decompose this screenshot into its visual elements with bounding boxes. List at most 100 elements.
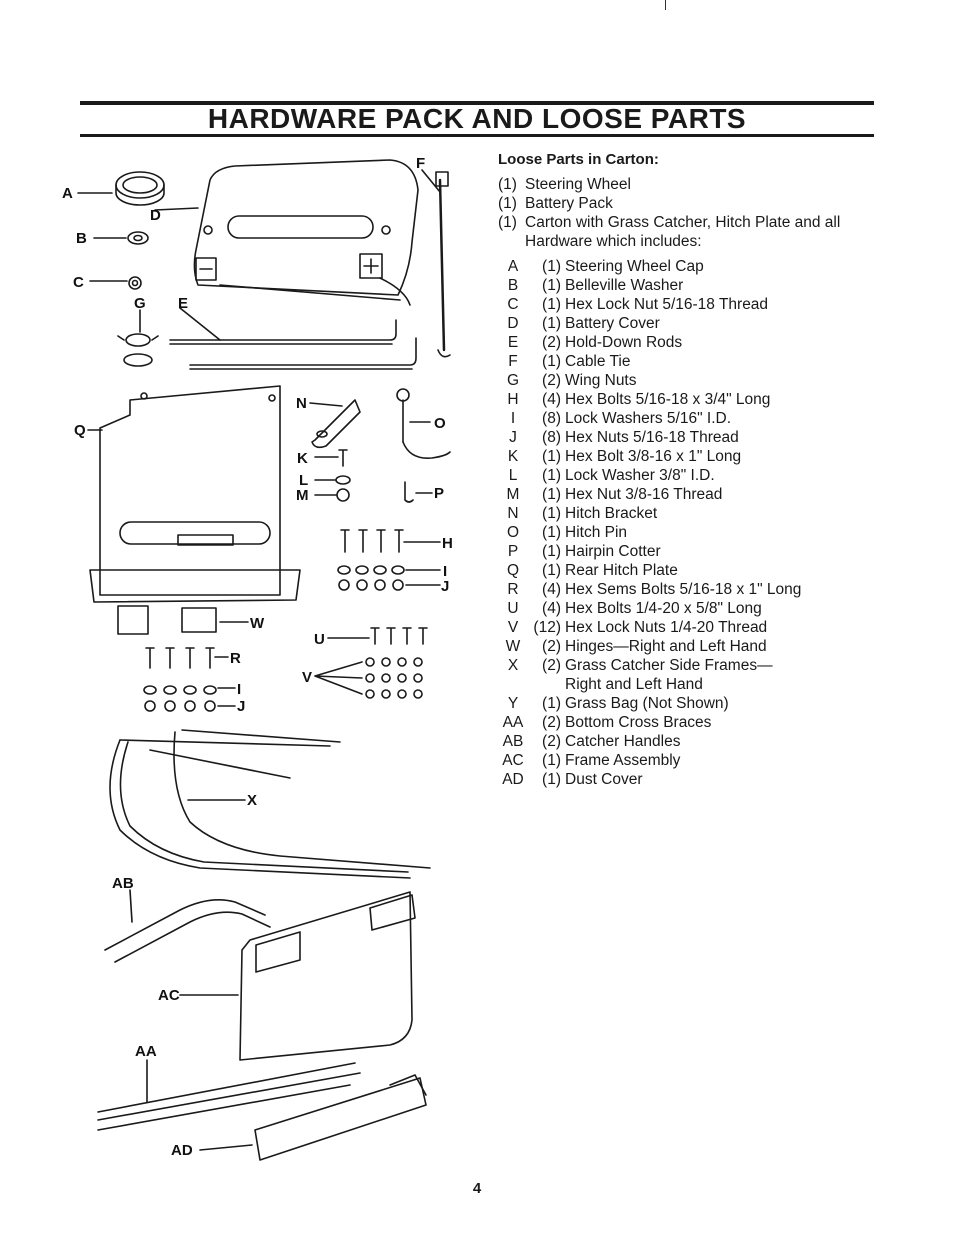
hex-lock-nuts-v: [365, 657, 423, 699]
hex-bolts-u: [370, 627, 428, 645]
hardware-row: J(8)Hex Nuts 5/16-18 Thread: [498, 428, 888, 447]
hardware-code: R: [507, 581, 519, 598]
hardware-desc: Hex Lock Nuts 1/4-20 Thread: [563, 618, 888, 637]
hardware-code: O: [506, 524, 520, 541]
hex-bolt-k: [338, 449, 348, 467]
hardware-desc: Rear Hitch Plate: [563, 561, 888, 580]
label-x: X: [247, 792, 257, 809]
label-j-top: J: [441, 578, 449, 595]
hardware-code: H: [507, 391, 519, 408]
title-rule-top: [80, 101, 874, 105]
hardware-qty: (2): [542, 714, 561, 731]
page-title: HARDWARE PACK AND LOOSE PARTS: [207, 103, 747, 134]
hardware-code: U: [507, 600, 519, 617]
label-ac: AC: [158, 987, 180, 1004]
hardware-code: M: [506, 486, 520, 503]
hardware-code: AB: [502, 733, 524, 750]
hardware-row: N(1)Hitch Bracket: [498, 504, 888, 523]
hardware-code: B: [507, 277, 519, 294]
title-rule-bottom: [80, 134, 874, 137]
hardware-qty: (1): [542, 486, 561, 503]
hardware-qty: (1): [542, 562, 561, 579]
hardware-qty: (1): [542, 353, 561, 370]
catcher-handles: [104, 899, 271, 963]
lock-washer-l: [335, 475, 351, 485]
hardware-desc: Hold-Down Rods: [563, 333, 888, 352]
hardware-row: U(4)Hex Bolts 1/4-20 x 5/8" Long: [498, 599, 888, 618]
hardware-row: AA(2)Bottom Cross Braces: [498, 713, 888, 732]
hardware-row: Y(1)Grass Bag (Not Shown): [498, 694, 888, 713]
hardware-row: D(1)Battery Cover: [498, 314, 888, 333]
scan-tick-mark: [665, 0, 666, 10]
hardware-qty: (1): [542, 467, 561, 484]
label-m: M: [296, 487, 309, 504]
hardware-desc-line: Hex Sems Bolts 5/16-18 x 1" Long: [565, 581, 802, 598]
hardware-code: V: [507, 619, 519, 636]
battery-cover: [193, 159, 419, 306]
hardware-desc: Hex Bolts 1/4-20 x 5/8" Long: [563, 599, 888, 618]
hardware-qty: (1): [542, 771, 561, 788]
hardware-row: I(8)Lock Washers 5/16" I.D.: [498, 409, 888, 428]
loose-parts-heading: Loose Parts in Carton:: [498, 151, 659, 168]
hardware-code: I: [510, 410, 516, 427]
hardware-desc-line: Hex Nuts 5/16-18 Thread: [565, 429, 739, 446]
carton-item-qty: (1): [498, 195, 517, 212]
label-g: G: [134, 295, 146, 312]
label-l: L: [299, 472, 308, 489]
hardware-code: D: [507, 315, 519, 332]
hardware-row: W(2)Hinges—Right and Left Hand: [498, 637, 888, 656]
hardware-qty: (4): [542, 391, 561, 408]
hitch-pin: [396, 388, 451, 459]
hardware-row: Q(1)Rear Hitch Plate: [498, 561, 888, 580]
hardware-desc-line: Hold-Down Rods: [565, 334, 683, 351]
hardware-qty: (2): [542, 372, 561, 389]
hex-bolts-h: [340, 529, 404, 553]
hardware-desc-line: Hex Nut 3/8-16 Thread: [565, 486, 723, 503]
label-i-top: I: [443, 563, 447, 580]
carton-item: (1) Steering Wheel: [498, 175, 888, 194]
hardware-desc: Hex Nut 3/8-16 Thread: [563, 485, 888, 504]
label-w: W: [250, 615, 265, 632]
carton-item-text: Steering Wheel: [525, 176, 631, 193]
hardware-desc: Grass Catcher Side Frames—Right and Left…: [563, 656, 888, 694]
hardware-qty: (4): [542, 581, 561, 598]
hardware-row: AB(2)Catcher Handles: [498, 732, 888, 751]
lock-washers-i-bottom: [143, 685, 217, 695]
hardware-row: E(2)Hold-Down Rods: [498, 333, 888, 352]
hardware-qty: (1): [542, 695, 561, 712]
hardware-row: G (2)Wing Nuts: [498, 371, 888, 390]
rear-hitch-plate: [89, 385, 301, 603]
hardware-code: G: [506, 372, 520, 389]
hardware-code: C: [507, 296, 519, 313]
hardware-desc-line: Dust Cover: [565, 771, 643, 788]
hardware-desc: Steering Wheel Cap: [563, 257, 888, 276]
bottom-cross-braces: [97, 1062, 361, 1131]
hardware-desc: Battery Cover: [563, 314, 888, 333]
lock-washers-i-top: [337, 565, 405, 575]
hardware-code: AD: [502, 771, 524, 788]
hardware-qty: (1): [542, 277, 561, 294]
dust-cover: [254, 1074, 427, 1161]
hardware-code: A: [507, 258, 519, 275]
grass-catcher-side-frames: [109, 729, 431, 879]
hardware-code: W: [505, 638, 521, 655]
label-a: A: [62, 185, 73, 202]
carton-item-qty: (1): [498, 176, 517, 193]
hardware-code: L: [508, 467, 518, 484]
hardware-desc-line: Hex Bolts 1/4-20 x 5/8" Long: [565, 600, 762, 617]
hardware-qty: (2): [542, 638, 561, 655]
hardware-desc-line: Lock Washer 3/8" I.D.: [565, 467, 715, 484]
hardware-desc-line: Wing Nuts: [565, 372, 637, 389]
hex-nuts-j-bottom: [144, 700, 216, 712]
label-j-bottom: J: [237, 698, 245, 715]
hex-lock-nut: [128, 276, 142, 290]
label-h: H: [442, 535, 453, 552]
hardware-desc-line: Hitch Pin: [565, 524, 628, 541]
label-u: U: [314, 631, 325, 648]
hinges-w: [117, 605, 217, 635]
label-ad: AD: [171, 1142, 193, 1159]
hardware-row: AC(1)Frame Assembly: [498, 751, 888, 770]
hardware-desc-line: Frame Assembly: [565, 752, 681, 769]
hardware-desc-line: Lock Washers 5/16" I.D.: [565, 410, 732, 427]
